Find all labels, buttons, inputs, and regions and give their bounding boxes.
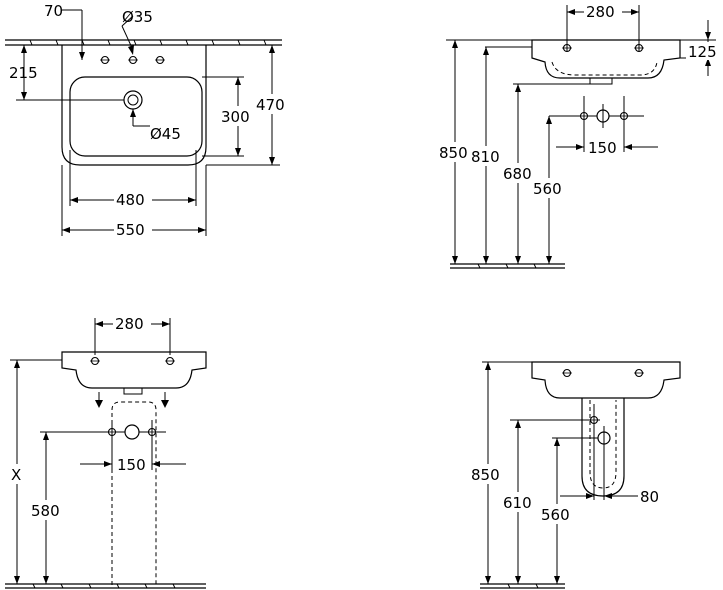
tap-hole-center	[128, 55, 138, 65]
connection-points	[40, 420, 166, 470]
tap-hole-left	[90, 356, 100, 366]
tap-hole-right	[165, 356, 175, 366]
dim-680-label: 680	[503, 165, 532, 183]
dim-580-label: 580	[31, 502, 60, 520]
dim-470-label: 470	[256, 96, 285, 114]
dim-850: 850	[438, 39, 532, 264]
dim-470: 470	[206, 45, 289, 166]
dim-x-label: X	[11, 466, 21, 484]
top-view: 70 Ø35 215 300	[5, 2, 289, 239]
dim-850-label: 850	[439, 144, 468, 162]
pedestal-view: 280 X 580 150	[5, 314, 207, 589]
basin-profile	[531, 361, 681, 399]
dim-215: 215	[9, 45, 124, 101]
dim-550: 550	[61, 165, 207, 239]
dim-280: 280	[566, 2, 640, 38]
dim-d45-label: Ø45	[150, 125, 181, 143]
floor-line	[480, 583, 565, 589]
connection-points	[510, 404, 611, 500]
dim-300: 300	[202, 76, 254, 157]
floor-line	[450, 263, 565, 269]
dim-610: 610	[502, 420, 536, 584]
wall-hung-view: 280 125 850 810	[438, 2, 723, 269]
dim-150: 150	[80, 456, 186, 474]
dim-480-label: 480	[116, 191, 145, 209]
pedestal-outline	[111, 401, 157, 585]
semi-pedestal-outline	[581, 398, 625, 497]
dim-560-label: 560	[541, 506, 570, 524]
dim-850-label: 850	[471, 466, 500, 484]
dim-680: 680	[502, 83, 600, 264]
dim-70-label: 70	[44, 2, 63, 20]
mount-arrows	[95, 392, 169, 408]
dim-810: 810	[470, 46, 532, 264]
drain	[123, 90, 143, 110]
dim-560-label: 560	[533, 180, 562, 198]
floor-line	[5, 583, 206, 589]
dim-80-label: 80	[640, 488, 659, 506]
dim-150-label: 150	[588, 139, 617, 157]
tap-hole-right	[634, 368, 644, 378]
dim-d45: Ø45	[130, 109, 181, 143]
dim-x: X	[10, 359, 62, 584]
connection-points	[549, 96, 644, 152]
dim-280: 280	[94, 314, 171, 355]
dim-280-label: 280	[586, 3, 615, 21]
tap-hole-left	[100, 55, 110, 65]
wall-line	[5, 39, 282, 46]
tap-hole-left	[562, 368, 572, 378]
dim-80: 80	[560, 450, 659, 506]
dim-550-label: 550	[116, 221, 145, 239]
dim-215-label: 215	[9, 64, 38, 82]
dim-560: 560	[540, 438, 574, 584]
dim-280-label: 280	[115, 315, 144, 333]
basin-profile	[61, 351, 207, 389]
basin-profile	[531, 39, 681, 79]
dim-480: 480	[69, 150, 197, 209]
dim-610-label: 610	[503, 494, 532, 512]
dim-150: 150	[556, 139, 658, 157]
tap-hole-right	[155, 55, 165, 65]
dim-300-label: 300	[221, 108, 250, 126]
basin-outline	[61, 45, 207, 166]
bowl-outline	[69, 76, 203, 157]
dim-125-label: 125	[688, 43, 717, 61]
dim-70: 70	[44, 2, 85, 60]
dim-810-label: 810	[471, 148, 500, 166]
dim-580: 580	[30, 432, 64, 584]
dim-d35-label: Ø35	[122, 8, 153, 26]
dim-d35: Ø35	[121, 8, 153, 55]
dim-150-label: 150	[117, 456, 146, 474]
semi-pedestal-view: 850 610 560 80	[470, 361, 681, 589]
dim-560: 560	[532, 116, 566, 264]
dim-125: 125	[680, 20, 723, 76]
dim-850: 850	[470, 361, 532, 584]
